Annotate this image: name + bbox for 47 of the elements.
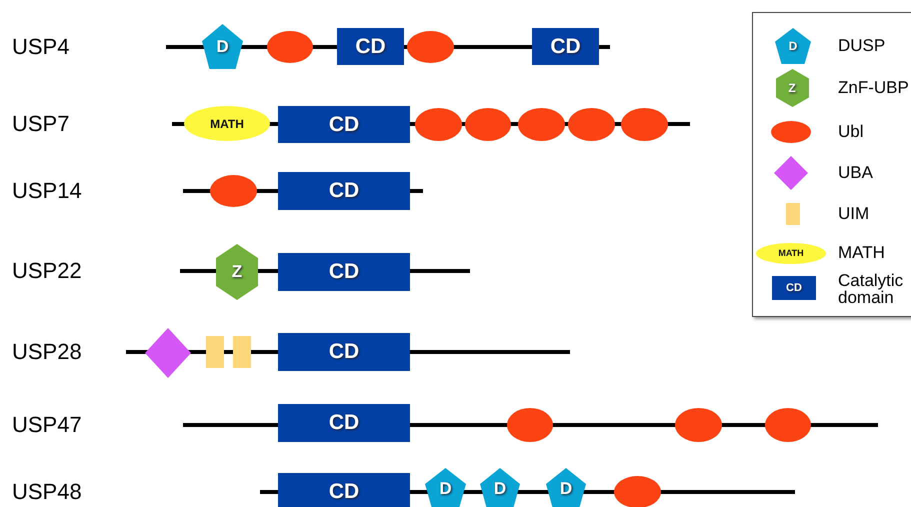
legend-swatch: CD (772, 276, 816, 300)
ellipse-domain (267, 31, 313, 63)
diamond-domain (145, 328, 191, 378)
catalytic-domain-box: CD (532, 28, 599, 65)
pentagon-domain: D (202, 24, 243, 69)
ellipse-domain (675, 408, 722, 442)
protein-name: USP4 (12, 35, 70, 59)
ellipse-domain (465, 108, 511, 141)
legend-swatch: Z (776, 69, 808, 107)
catalytic-domain-box: CD (278, 172, 410, 210)
pentagon-domain: D (546, 468, 586, 507)
catalytic-domain-box: CD (278, 473, 410, 507)
legend-label: UIM (838, 205, 870, 222)
legend-label: MATH (838, 244, 886, 261)
protein-name: USP28 (12, 340, 82, 364)
legend-label: Ubl (838, 123, 865, 140)
hexagon-domain: Z (216, 244, 258, 300)
rectangle-domain (233, 336, 251, 368)
protein-name: USP14 (12, 179, 82, 203)
legend-label: ZnF-UBP (838, 79, 910, 96)
ellipse-domain (210, 175, 257, 207)
catalytic-domain-box: CD (337, 28, 404, 65)
ellipse-domain: MATH (184, 106, 270, 141)
legend-label: DUSP (838, 37, 886, 54)
rectangle-domain (206, 336, 224, 368)
ellipse-domain (507, 408, 553, 442)
protein-name: USP7 (12, 112, 70, 136)
legend-swatch: MATH (756, 242, 826, 264)
protein-name: USP22 (12, 259, 82, 283)
protein-name: USP47 (12, 413, 82, 437)
pentagon-domain: D (480, 468, 520, 507)
ellipse-domain (407, 31, 454, 63)
protein-name: USP48 (12, 480, 82, 504)
ellipse-domain (415, 108, 462, 141)
catalytic-domain-box: CD (278, 333, 410, 371)
ellipse-domain (765, 408, 811, 442)
ellipse-domain (518, 108, 565, 141)
legend-swatch: D (775, 28, 811, 64)
ellipse-domain (621, 108, 668, 141)
legend-label: UBA (838, 164, 874, 181)
catalytic-domain-box: CD (278, 106, 410, 143)
ellipse-domain (568, 108, 615, 141)
legend-label: Catalytic domain (838, 272, 904, 306)
catalytic-domain-box: CD (278, 253, 410, 291)
catalytic-domain-box: CD (278, 404, 410, 442)
ellipse-domain (614, 476, 661, 507)
pentagon-domain: D (425, 468, 466, 507)
